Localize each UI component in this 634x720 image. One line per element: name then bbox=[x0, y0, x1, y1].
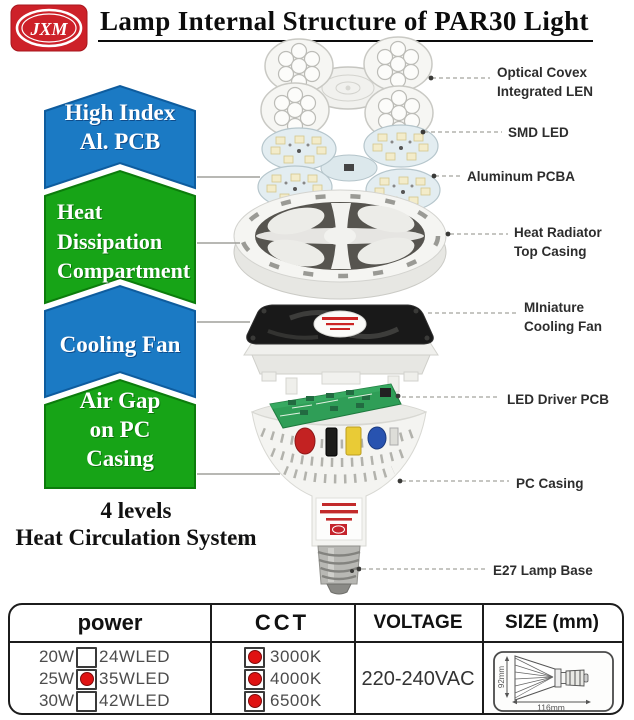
cooling-fan-illustration bbox=[243, 304, 439, 395]
cct-checkbox[interactable] bbox=[244, 690, 265, 712]
table-divider bbox=[482, 605, 484, 713]
jxm-logo: JXM bbox=[10, 4, 88, 52]
power-watt: 25W bbox=[39, 669, 74, 688]
page-title: Lamp Internal Structure of PAR30 Light bbox=[98, 6, 593, 42]
power-row: 30W 42WLED bbox=[10, 690, 210, 712]
cct-value: 6500K bbox=[270, 691, 322, 710]
logo-text: JXM bbox=[29, 19, 68, 39]
cct-checkbox[interactable] bbox=[244, 646, 265, 668]
label-led-driver-pcb: LED Driver PCB bbox=[507, 392, 610, 407]
size-height: 92mm bbox=[497, 666, 506, 689]
heat-radiator-illustration bbox=[233, 189, 447, 300]
power-checkbox[interactable] bbox=[76, 690, 97, 712]
faint-watermark: JXM bbox=[228, 536, 250, 548]
chevron-banners bbox=[44, 84, 196, 489]
cct-row: 3000K bbox=[10, 646, 354, 668]
power-watt: 30W bbox=[39, 691, 74, 710]
led-driver-pcb-illustration bbox=[269, 383, 402, 457]
cct-value: 4000K bbox=[270, 669, 322, 688]
column-header-size: SIZE (mm) bbox=[505, 612, 599, 633]
power-led: 24WLED bbox=[99, 647, 171, 666]
power-led: 35WLED bbox=[99, 669, 171, 688]
label-pc-casing: PC Casing bbox=[516, 476, 584, 491]
power-checkbox[interactable] bbox=[76, 668, 97, 690]
cct-checkbox[interactable] bbox=[244, 668, 265, 690]
label-e27-lamp-base: E27 Lamp Base bbox=[493, 563, 593, 578]
cct-value: 3000K bbox=[270, 647, 322, 666]
right-leader-lines bbox=[356, 75, 518, 572]
voltage-value: 220-240VAC bbox=[361, 667, 475, 690]
table-divider bbox=[354, 605, 356, 713]
cct-row: 4000K bbox=[10, 668, 354, 690]
power-checkbox[interactable] bbox=[76, 646, 97, 668]
label-aluminum-pcba: Aluminum PCBA bbox=[467, 169, 575, 184]
left-leader-lines bbox=[197, 176, 280, 475]
power-row: 20W 24WLED bbox=[10, 646, 210, 668]
table-header-divider bbox=[10, 641, 622, 643]
table-divider bbox=[210, 605, 212, 713]
lens-array-illustration bbox=[260, 36, 434, 141]
power-row: 25W 35WLED bbox=[10, 668, 210, 690]
spec-table: power CCT VOLTAGE SIZE (mm) 20W 24WLED 2… bbox=[8, 603, 624, 715]
label-smd-led: SMD LED bbox=[508, 125, 569, 140]
chevron-label-cooling-fan: Cooling Fan bbox=[59, 332, 181, 357]
size-drawing: 92mm 116mm bbox=[493, 651, 614, 713]
exploded-view-illustration: JXM bbox=[44, 36, 518, 595]
e27-base-illustration bbox=[317, 545, 361, 595]
column-header-cct: CCT bbox=[254, 610, 310, 635]
cct-row: 6500K bbox=[10, 690, 354, 712]
size-width: 116mm bbox=[537, 703, 565, 713]
column-header-power: power bbox=[77, 610, 143, 635]
power-watt: 20W bbox=[39, 647, 74, 666]
column-header-voltage: VOLTAGE bbox=[373, 612, 463, 633]
power-led: 42WLED bbox=[99, 691, 171, 710]
smd-led-boards-illustration bbox=[257, 124, 441, 212]
